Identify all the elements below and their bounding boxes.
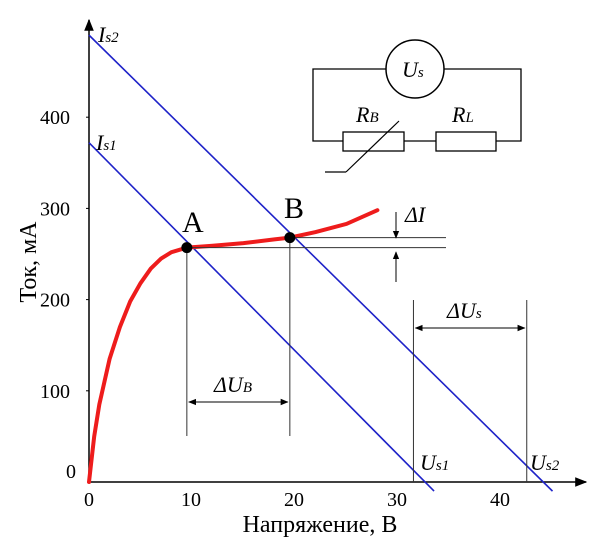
point-b (284, 232, 296, 244)
voltage-source-label: Us (402, 57, 424, 82)
circuit-diagram: Us RB RL (312, 39, 522, 173)
origin-label: 0 (66, 461, 76, 483)
y-ticks: 100 200 300 400 (40, 107, 89, 403)
y-tick-label: 100 (40, 381, 70, 403)
circuit-wire (312, 68, 386, 142)
delta-us-label: ΔUs (446, 298, 482, 323)
point-a-label: A (182, 206, 204, 239)
x-tick-label: 10 (181, 489, 201, 511)
point-b-label: B (284, 192, 304, 225)
resistor-rb (342, 131, 405, 152)
x-tick-label: 40 (490, 489, 510, 511)
delta-ub-label: ΔUB (213, 372, 252, 397)
x-axis-title: Напряжение, В (243, 512, 398, 538)
label-is2: Is2 (97, 22, 119, 47)
x-tick-label: 0 (84, 489, 94, 511)
resistor-rl-label: RL (451, 102, 474, 127)
intercept-us2: Us2 (530, 450, 560, 475)
load-line-is2 (88, 34, 554, 492)
load-line-is1 (88, 142, 435, 492)
circuit-wire-right (444, 68, 522, 142)
x-tick-label: 30 (387, 489, 407, 511)
resistor-rb-label: RB (355, 102, 379, 127)
y-tick-label: 200 (40, 290, 70, 312)
point-a (181, 242, 193, 254)
resistor-rb-variable-arrow (345, 120, 400, 173)
iv-curve (87, 208, 380, 484)
x-ticks: 0 10 20 30 40 (84, 489, 510, 511)
voltage-source (385, 39, 445, 99)
y-tick-label: 400 (40, 107, 70, 129)
y-tick-label: 300 (40, 198, 70, 220)
y-axis-title: Ток, мА (16, 221, 42, 303)
delta-i-label: ΔI (404, 202, 427, 227)
resistor-rl (435, 131, 497, 152)
label-is1: Is1 (95, 130, 117, 155)
x-tick-label: 20 (284, 489, 304, 511)
intercept-us1: Us1 (420, 450, 449, 475)
